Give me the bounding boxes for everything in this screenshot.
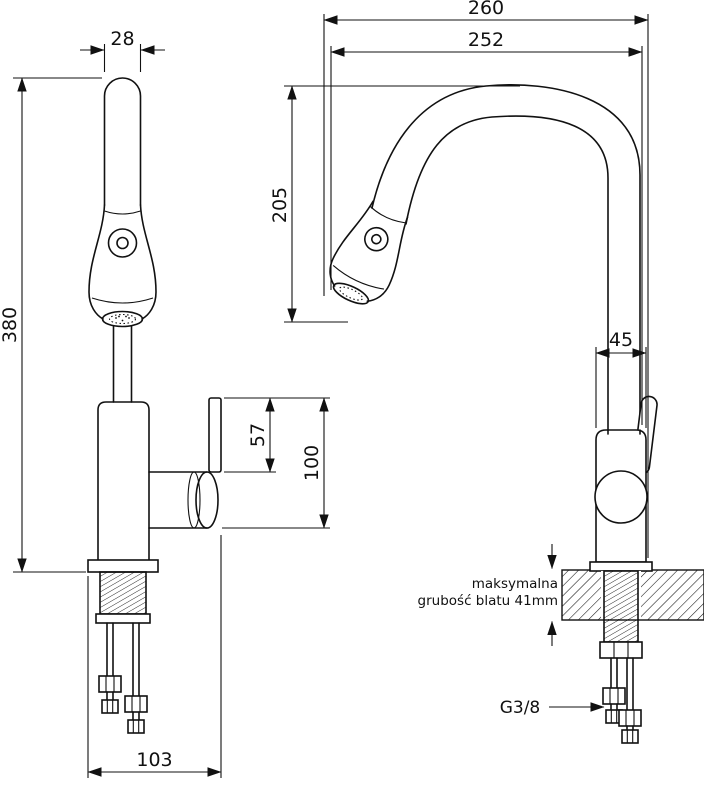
front-spray-head-ring [91,297,154,304]
front-pivot-cap [195,471,219,529]
front-view: 28 380 57 100 103 [0,28,330,778]
front-spray-head-seam [104,210,141,215]
front-aerator-face [101,310,144,328]
side-view: 260 252 205 45 maksymalna gruboś [269,0,704,744]
side-handle-sphere [594,470,648,524]
countertop-note-line2: grubość blatu 41mm [418,593,558,609]
front-spray-head-right [139,204,157,320]
side-spray-button-inner [371,233,382,245]
dim-overall-reach-label: 260 [468,0,504,19]
front-base-flange [87,559,159,573]
dim-spout-width: 28 [80,28,165,72]
countertop-note: maksymalna grubość blatu 41mm [418,544,558,646]
side-aerator-face [332,282,370,305]
dim-overall-reach: 260 [323,0,649,558]
front-spray-button-inner [116,236,129,250]
side-aerator-texture [338,286,363,301]
front-spray-button-outer [107,228,138,258]
dim-spout-drop: 205 [269,85,520,323]
side-mounting-hardware [599,641,643,744]
side-gooseneck-inner [405,115,609,432]
front-aerator-texture [108,313,137,325]
front-lever-blade [208,397,222,473]
dim-spout-width-label: 28 [110,28,134,50]
side-spray-button-outer [364,226,389,252]
front-aerator-dots [115,315,130,322]
front-spout-tube [103,77,142,206]
dim-handle-height: 100 [222,397,330,529]
dim-body-diameter: 45 [595,329,647,428]
dim-base-width-label: 103 [136,749,172,771]
side-threaded-shank [603,570,639,643]
dim-base-width: 103 [87,535,222,778]
front-spray-head-left [88,204,106,320]
dim-lever-height-label: 57 [247,423,269,447]
dim-total-height: 380 [0,77,102,573]
dim-lever-height: 57 [224,397,330,473]
front-body [97,401,150,561]
dim-handle-height-label: 100 [301,445,323,481]
dim-body-diameter-label: 45 [609,329,633,351]
dim-total-height-label: 380 [0,307,21,343]
side-base-flange [589,561,653,572]
dim-spout-reach: 252 [330,29,643,425]
front-mounting-hardware [98,622,148,734]
dim-spout-drop-label: 205 [269,187,291,223]
front-washer [95,613,151,624]
side-gooseneck-outer [371,84,641,432]
front-pivot-seam [187,471,201,529]
countertop-note-line1: maksymalna [472,576,558,592]
front-threaded-shank [99,571,147,615]
thread-callout: G3/8 [500,698,605,718]
dim-spout-reach-label: 252 [468,29,504,51]
side-spray-head [329,200,409,305]
thread-callout-label: G3/8 [500,698,541,718]
